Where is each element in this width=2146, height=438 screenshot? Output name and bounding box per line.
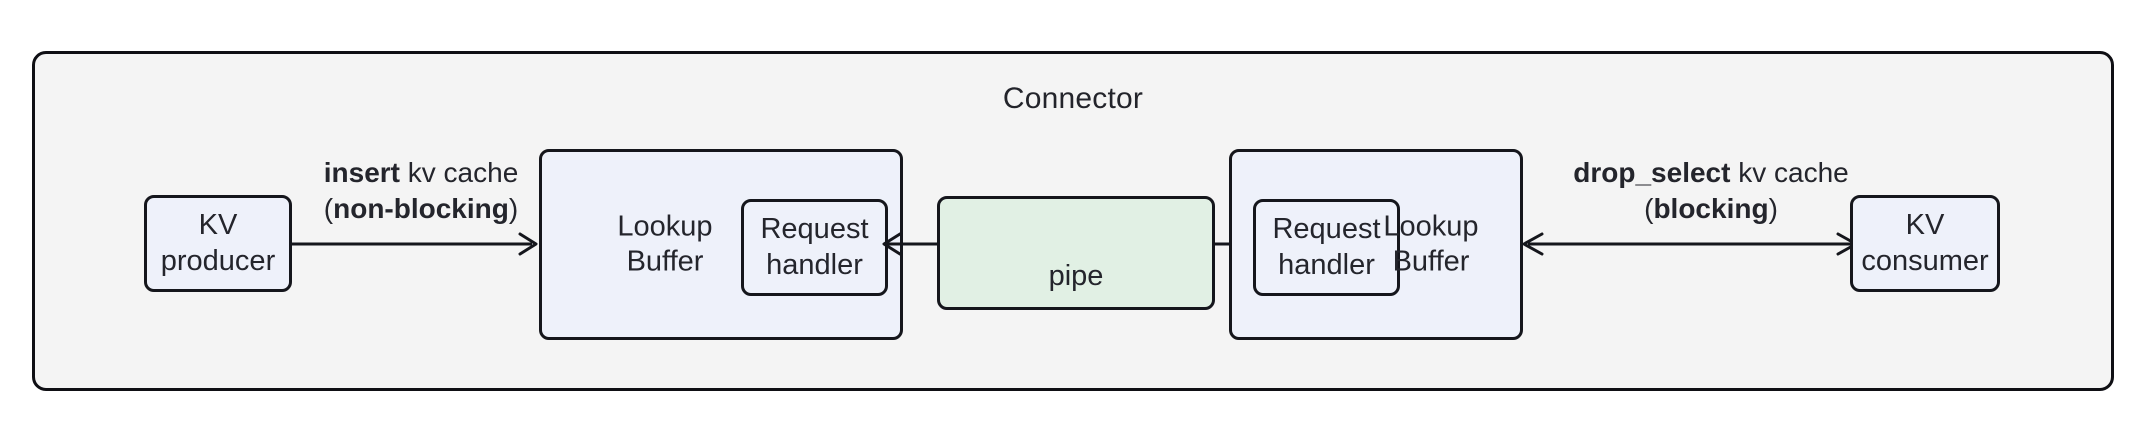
pipe-node: pipe [937,196,1215,310]
kv-consumer-label: KV consumer [1861,209,1989,277]
lookup-buffer-right: Request handler Lookup Buffer [1229,149,1523,340]
insert-edge-label: insert kv cache (non-blocking) [290,155,552,228]
connector-title: Connector [1002,82,1144,115]
kv-producer-label: KV producer [160,209,276,277]
drop-select-modifier: blocking [1653,193,1769,225]
insert-label-line-1: insert kv cache [290,155,552,191]
request-handler-right: Request handler [1253,199,1400,296]
lookup-buffer-left: Lookup Buffer Request handler [539,149,903,340]
drop-select-paren-close: ) [1768,193,1778,225]
insert-label-line-2: (non-blocking) [290,191,552,227]
drop-select-keyword: drop_select [1573,157,1731,188]
drop-select-rest: kv cache [1730,157,1849,188]
insert-rest: kv cache [399,157,519,188]
drop-select-label-line-1: drop_select kv cache [1556,155,1866,191]
insert-modifier: non-blocking [333,193,509,225]
insert-paren-open: ( [323,193,334,225]
drop-select-edge-label: drop_select kv cache (blocking) [1556,155,1866,228]
kv-consumer-node: KV consumer [1850,195,2000,292]
kv-producer-node: KV producer [144,195,292,292]
drop-select-paren-open: ( [1644,193,1654,225]
lookup-buffer-left-label: Lookup Buffer [617,210,713,278]
pipe-label: pipe [1048,260,1104,292]
lookup-buffer-right-label: Lookup Buffer [1383,210,1479,278]
insert-paren-close: ) [508,193,519,225]
insert-keyword: insert [323,157,400,188]
request-handler-left: Request handler [741,199,888,296]
drop-select-label-line-2: (blocking) [1556,191,1866,227]
